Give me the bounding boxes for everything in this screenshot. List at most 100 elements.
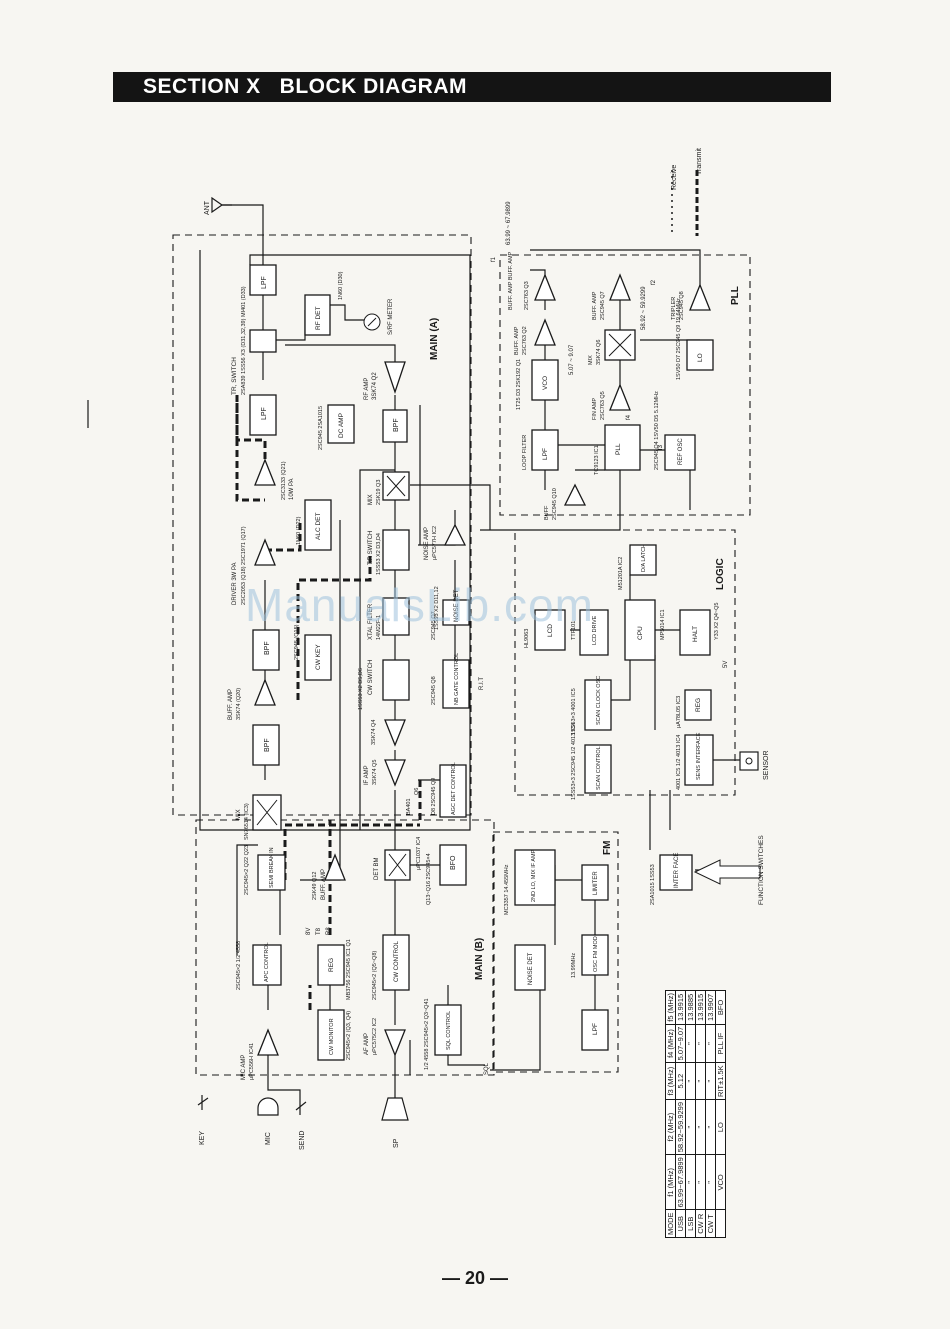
svg-text:Y33 X2 Q4~Q5: Y33 X2 Q4~Q5 [714, 603, 720, 640]
block-fm-mix: 2ND LO, MIX IF AMP MC3357 14.455MHz [504, 849, 556, 915]
table-cell: " [695, 1062, 706, 1100]
svg-text:3SK74 Q5: 3SK74 Q5 [372, 760, 378, 785]
f4-range-label: 5.07 ~ 9.07 [569, 344, 575, 375]
table-cell: " [685, 1024, 696, 1063]
svg-text:HL9063: HL9063 [524, 629, 530, 648]
svg-text:SCAN CONTROL: SCAN CONTROL [596, 746, 602, 790]
svg-text:NOISE DET: NOISE DET [454, 589, 460, 622]
svg-text:REF OSC: REF OSC [678, 438, 684, 465]
block-fm-limiter: LIMITER [581, 864, 609, 901]
svg-text:SN76514 (IC3): SN76514 (IC3) [244, 803, 250, 840]
svg-text:PLL: PLL [615, 443, 622, 455]
section-label-main-a: MAIN (A) [429, 318, 440, 360]
f2-tag: f2 [651, 279, 657, 285]
svg-text:3SK74 (Q20): 3SK74 (Q20) [236, 688, 242, 720]
8v-label: 8V [306, 928, 312, 935]
table-cell: 5.12 [675, 1062, 686, 1100]
svg-text:1SS53×3 2SC945 1/2 4013 IC4: 1SS53×3 2SC945 1/2 4013 IC4 [571, 723, 577, 800]
key-switch-icon [197, 1095, 209, 1110]
send-label: SEND [299, 1131, 306, 1150]
svg-text:OSC FM MOD: OSC FM MOD [593, 936, 599, 972]
svg-text:XTAL FILTER: XTAL FILTER [368, 603, 374, 640]
svg-text:M51201A IC2: M51201A IC2 [618, 557, 624, 590]
table-cell: USB [675, 1210, 686, 1238]
svg-text:2SC945 Q7: 2SC945 Q7 [431, 611, 437, 640]
svg-text:TC9123 IC1: TC9123 IC1 [594, 445, 600, 475]
section-fm-outline [492, 831, 619, 1073]
meter-label: S/RF METER [388, 298, 394, 335]
svg-text:2SC945×2 (Q5~Q8): 2SC945×2 (Q5~Q8) [372, 951, 378, 1000]
svg-text:2SC945 Q10: 2SC945 Q10 [552, 488, 558, 520]
block-fm-osc: OSC FM MOD 13.99MHz [571, 934, 609, 978]
5v-label: 5V [723, 661, 729, 668]
key-label: KEY [199, 1131, 206, 1145]
svg-text:1N60 (D30): 1N60 (D30) [338, 271, 344, 300]
svg-text:LCD: LCD [547, 624, 554, 637]
speaker-icon [381, 1097, 409, 1121]
svg-text:MIX: MIX [236, 809, 242, 820]
svg-text:INTER FACE: INTER FACE [674, 853, 680, 888]
section-main-a-outline [172, 234, 472, 816]
svg-text:APC CONTROL: APC CONTROL [264, 942, 270, 982]
section-main-b-outline [195, 819, 495, 1076]
table-cell: LSB [685, 1210, 696, 1238]
svg-text:BUFF: BUFF [544, 505, 550, 520]
svg-text:MC3357 14.455MHz: MC3357 14.455MHz [504, 864, 510, 915]
table-cell: 13.9915 [675, 990, 686, 1025]
svg-text:CPU: CPU [637, 626, 644, 640]
r8-label: R8 [326, 927, 332, 935]
svg-text:D/A LATCH: D/A LATCH [641, 544, 647, 572]
svg-text:IF AMP: IF AMP [364, 765, 370, 785]
table-cell: 13.9885 [685, 990, 696, 1025]
table-header-cell: f3 (MHz) [665, 1062, 676, 1100]
svg-text:DRIVER 3W PA: DRIVER 3W PA [232, 562, 238, 605]
legend: Receive Transmit [671, 148, 703, 236]
svg-text:LCD DRIVE: LCD DRIVE [592, 615, 598, 645]
svg-text:HALT: HALT [692, 626, 699, 642]
svg-text:1SS53 X2 D11,12: 1SS53 X2 D11,12 [434, 586, 440, 630]
block-pll-ic: PLL TC9123 IC1 [594, 424, 641, 475]
svg-text:VCO: VCO [542, 376, 549, 390]
svg-text:2ND LO, MIX IF AMP: 2ND LO, MIX IF AMP [531, 849, 537, 902]
svg-text:LPF: LPF [261, 276, 268, 289]
svg-text:TR, SWITCH: TR, SWITCH [231, 357, 238, 395]
svg-text:AGC DET CONTROL: AGC DET CONTROL [451, 762, 457, 815]
table-cell: 13.9907 [705, 990, 716, 1025]
svg-text:NOISE DET: NOISE DET [528, 952, 534, 985]
svg-text:T.R SWITCH: T.R SWITCH [368, 531, 374, 565]
f1-tag: f1 [491, 256, 497, 262]
svg-text:CW SWITCH: CW SWITCH [368, 660, 374, 695]
antenna-icon [211, 196, 232, 214]
svg-text:BPF: BPF [264, 641, 271, 655]
svg-text:1/2 4558 2SC945×2 Q3~Q41: 1/2 4558 2SC945×2 Q3~Q41 [424, 998, 430, 1070]
svg-text:2SC945×2 Q22 Q23: 2SC945×2 Q22 Q23 [244, 845, 250, 895]
svg-text:2SC2053 (Q18) 2SC1971 (Q17): 2SC2053 (Q18) 2SC1971 (Q17) [241, 526, 247, 605]
table-cell: CW R [695, 1210, 706, 1238]
svg-text:13.99MHz: 13.99MHz [571, 953, 577, 978]
table-cell: PLL IF [715, 1024, 726, 1063]
terminals: ANT S/RF METER SP MIC KEY SEND SENSOR FU… [197, 196, 770, 1150]
sensor-label: SENSOR [763, 750, 770, 780]
svg-text:BUFF. AMP: BUFF. AMP [321, 869, 327, 900]
